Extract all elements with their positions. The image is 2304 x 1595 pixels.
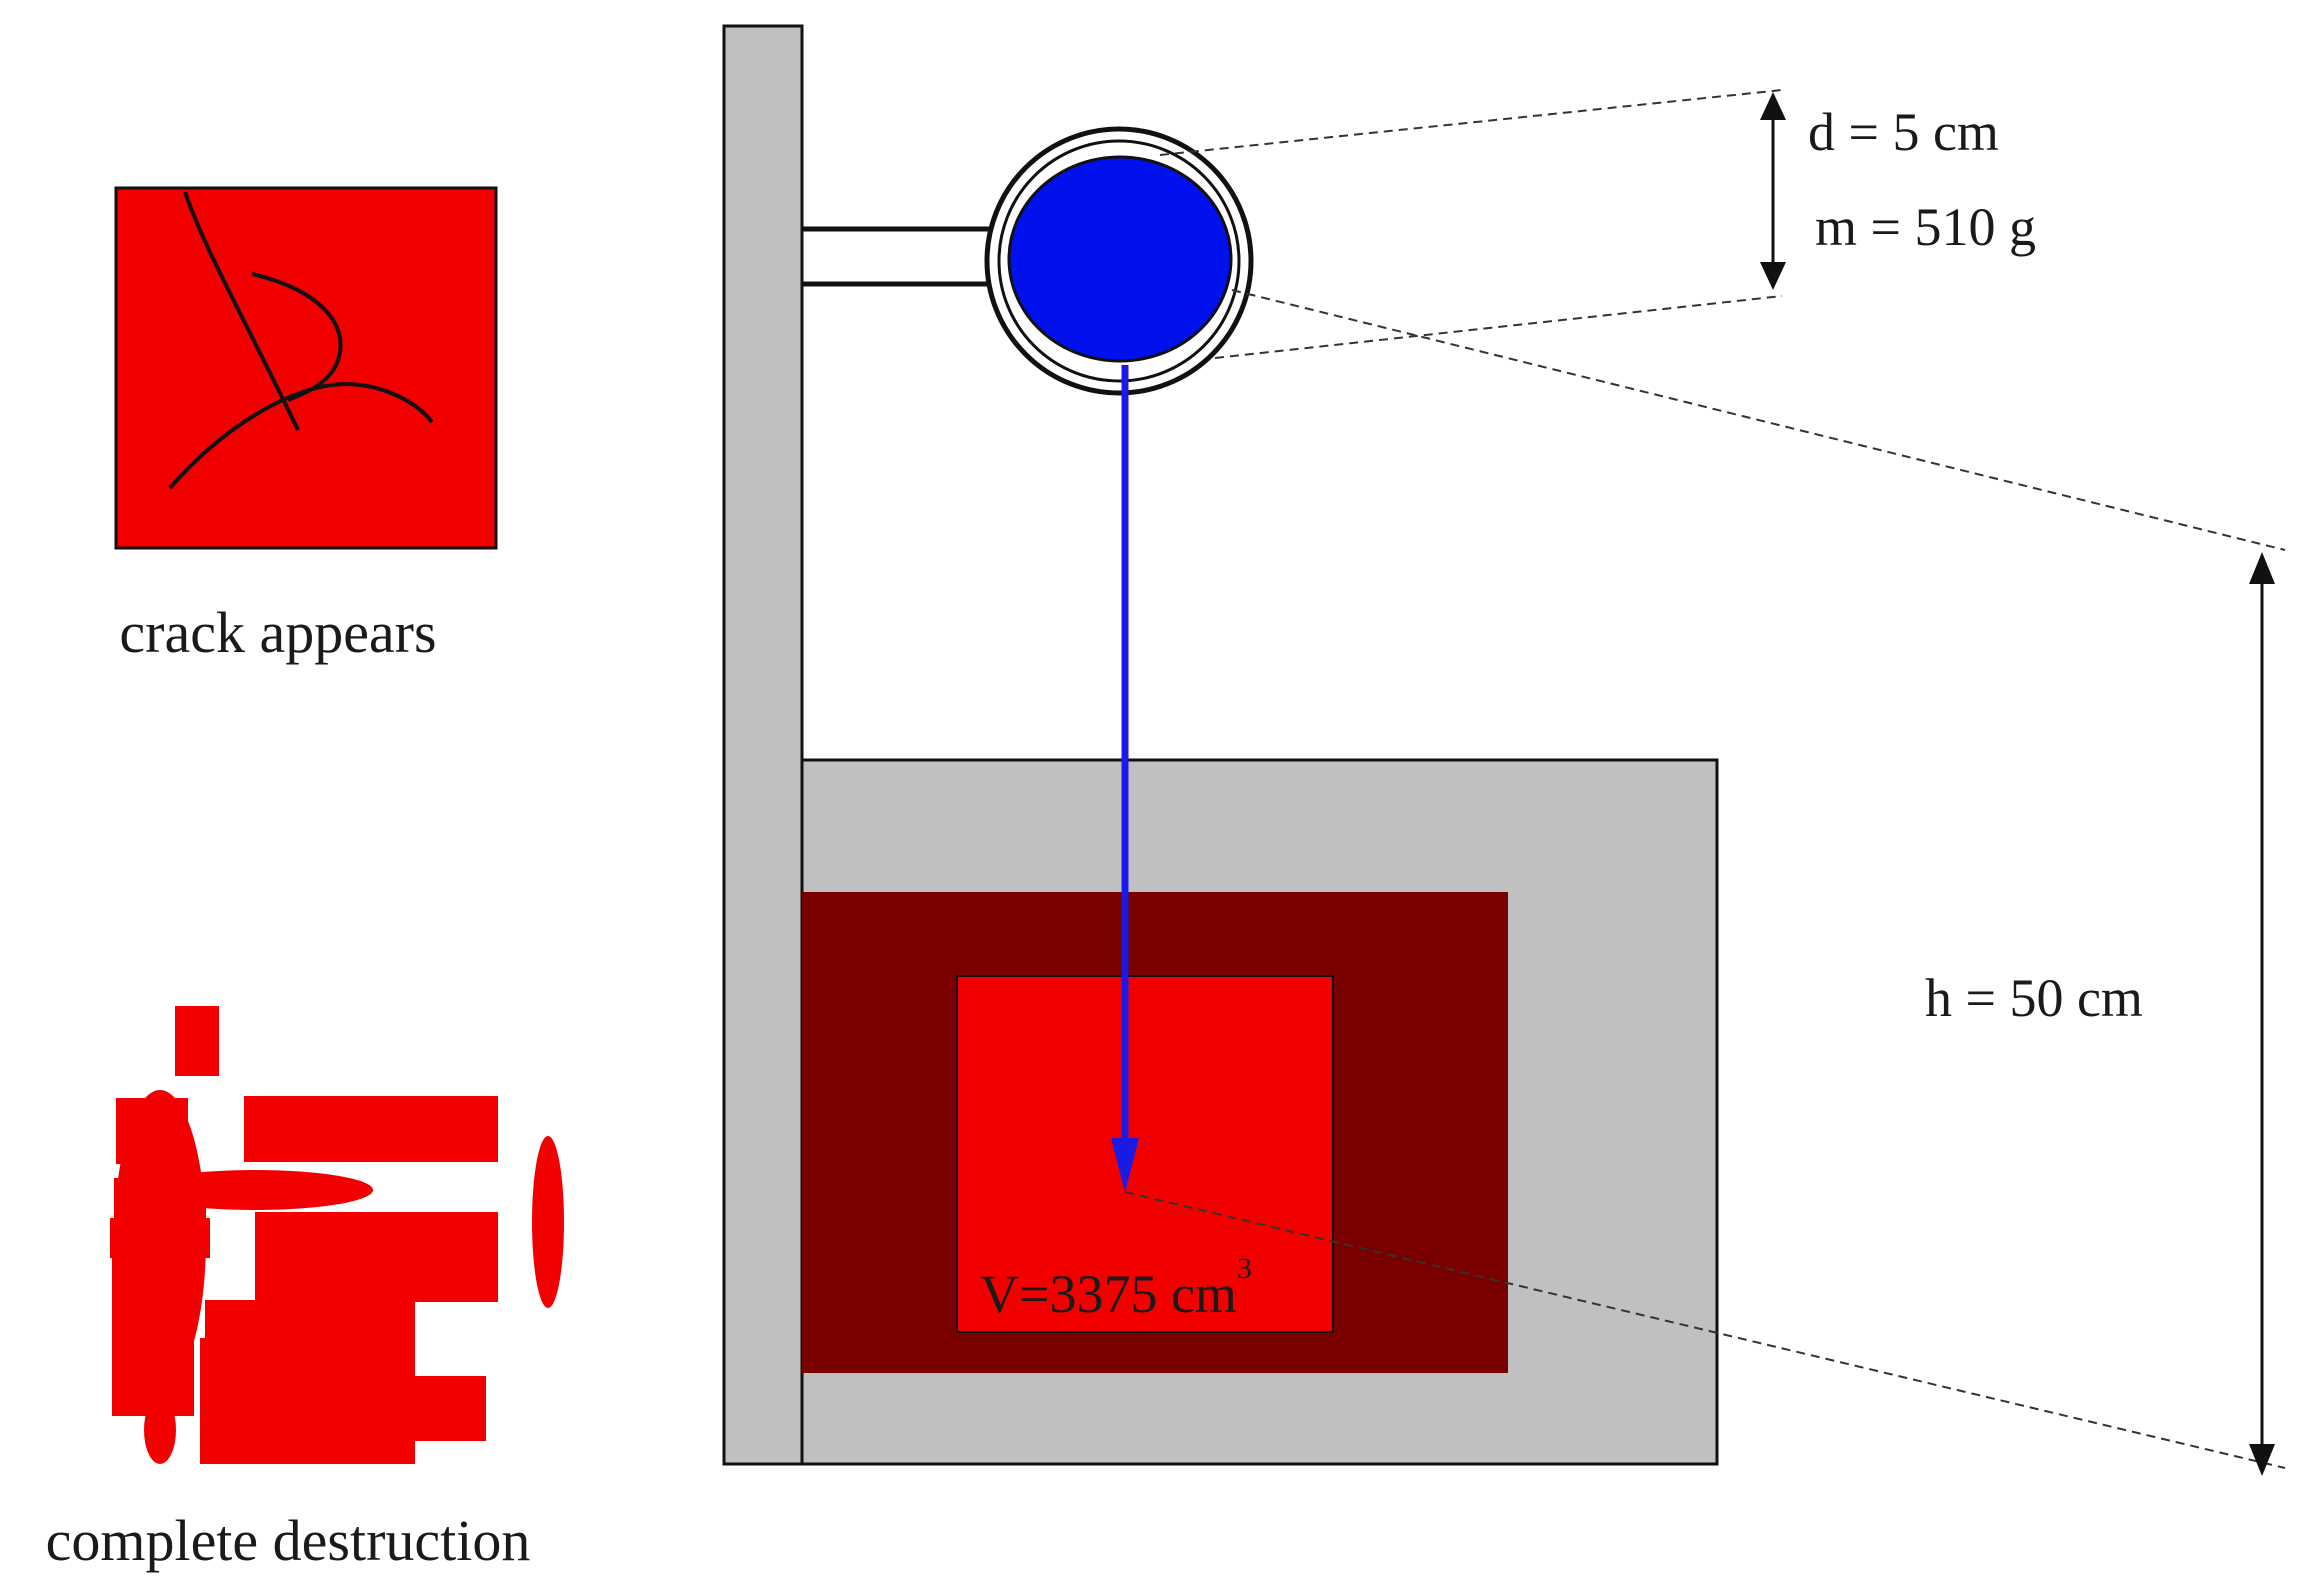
dimension-guides — [1124, 89, 2286, 1469]
mass-label: m = 510 g — [1815, 197, 2036, 257]
diameter-label: d = 5 cm — [1808, 102, 1999, 162]
height-dimension — [2249, 552, 2275, 1476]
destroyed-sample-fragments — [110, 1006, 564, 1464]
cracked-sample — [114, 186, 498, 550]
drop-arrow — [1111, 365, 1139, 1192]
crack-appears-label: crack appears — [119, 600, 436, 665]
height-label: h = 50 cm — [1925, 968, 2143, 1028]
sample-chamber — [802, 892, 1508, 1373]
test-sample — [956, 975, 1334, 1333]
volume-value: V=3375 cm — [980, 1264, 1237, 1324]
steel-ball — [1007, 155, 1233, 363]
volume-label: V=3375 cm3 — [980, 1252, 1252, 1324]
complete-destruction-label: complete destruction — [46, 1508, 531, 1573]
volume-exponent: 3 — [1237, 1252, 1252, 1285]
diameter-dimension — [1760, 92, 1786, 290]
